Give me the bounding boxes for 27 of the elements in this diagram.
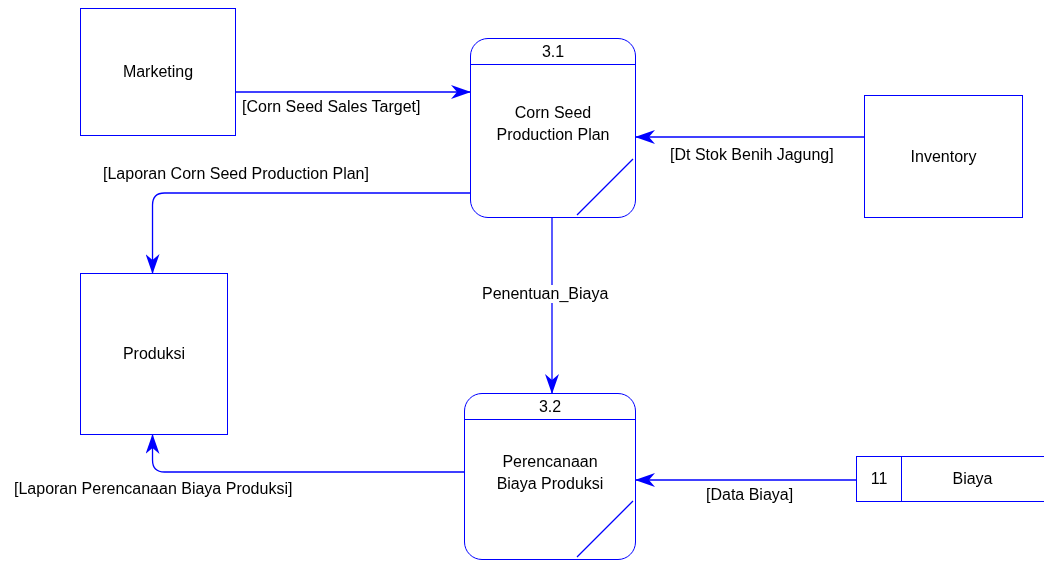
entity-name: Produksi [122, 345, 186, 363]
entity-name: Marketing [122, 63, 194, 81]
data-flow-arrow [145, 192, 471, 274]
data-flow-arrow [635, 473, 857, 487]
data-flow-arrow [635, 130, 865, 144]
edge-label: [Data Biaya] [704, 486, 796, 504]
process-number: 3.1 [541, 42, 565, 62]
process-name: Corn Seed Production Plan [495, 103, 611, 145]
process-box [470, 38, 636, 218]
store-number: 11 [870, 470, 888, 488]
data-flow-arrow [235, 85, 471, 99]
data-store [856, 456, 1044, 502]
edge-label: [Laporan Corn Seed Production Plan] [101, 165, 371, 183]
entity-name: Inventory [910, 147, 977, 166]
store-name: Biaya [952, 470, 993, 488]
edge-label: [Laporan Perencanaan Biaya Produksi] [12, 480, 295, 498]
data-flow-arrow [145, 434, 465, 473]
external-entity-box [864, 95, 1023, 218]
edge-label: [Corn Seed Sales Target] [240, 98, 423, 116]
external-entity-box [80, 8, 236, 136]
process-number: 3.2 [538, 397, 562, 417]
data-flow-arrow [545, 217, 559, 394]
edge-label: Penentuan_Biaya [480, 285, 611, 303]
process-name: Perencanaan Biaya Produksi [495, 451, 605, 494]
external-entity-box [80, 273, 228, 435]
edge-label: [Dt Stok Benih Jagung] [668, 146, 836, 164]
process-box [464, 393, 636, 560]
